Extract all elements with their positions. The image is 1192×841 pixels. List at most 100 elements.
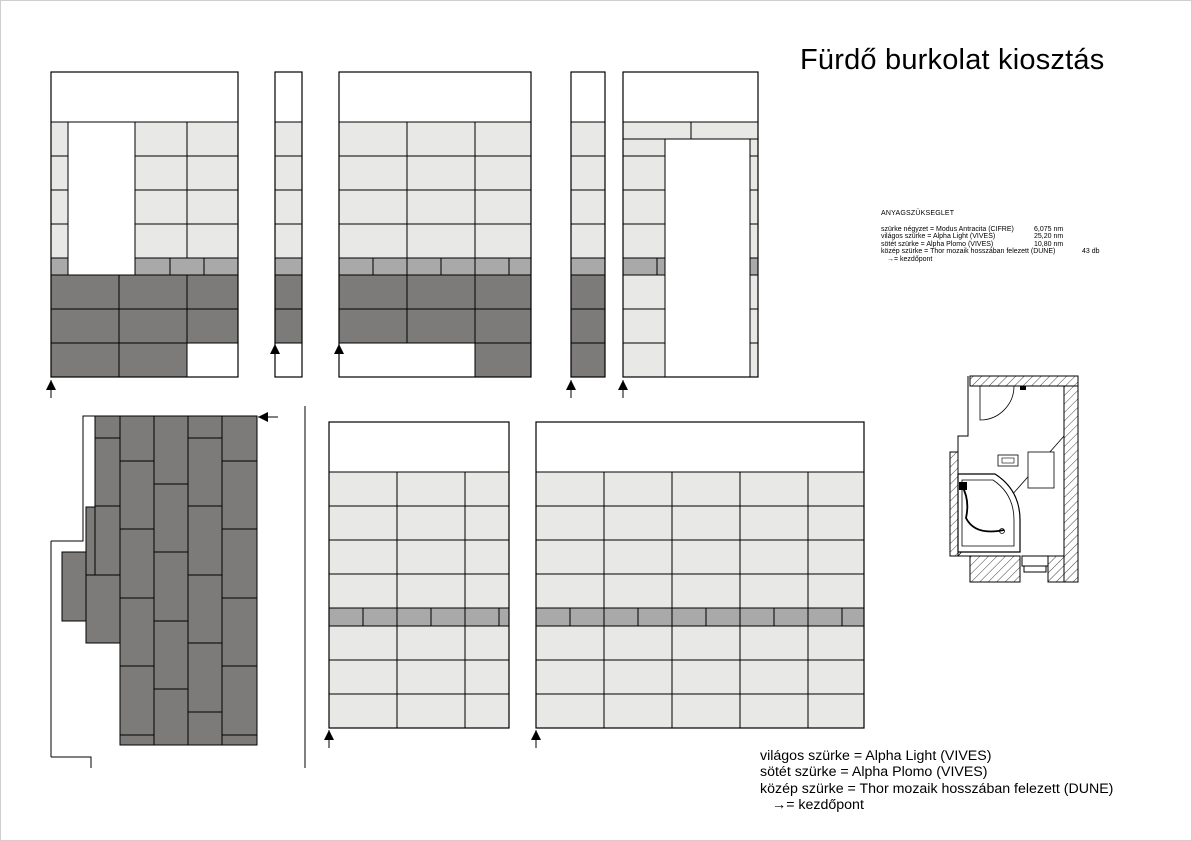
tile	[153, 415, 189, 485]
start-point-marker	[258, 412, 278, 422]
tile	[338, 274, 408, 310]
tile	[50, 155, 69, 191]
material-requirements: ANYAGSZÜKSEGLET szürke négyzet = Modus A…	[881, 210, 1100, 264]
tile	[50, 308, 120, 344]
tile	[671, 693, 741, 729]
tile	[622, 189, 666, 225]
tile	[187, 415, 223, 439]
wall-elevation-7	[535, 421, 865, 729]
tile	[187, 505, 223, 576]
tile	[338, 223, 408, 259]
tile	[186, 308, 239, 344]
tile	[807, 659, 865, 695]
floor-tile-layout	[50, 412, 278, 768]
tile	[749, 189, 759, 225]
tile	[328, 471, 398, 507]
tile	[119, 734, 155, 746]
tile	[119, 415, 155, 462]
tile	[406, 274, 476, 310]
page-title: Fürdő burkolat kiosztás	[800, 44, 1105, 76]
tile	[474, 342, 532, 378]
tile	[221, 734, 258, 746]
tile	[671, 573, 741, 609]
requirement-qty: 43 db	[1082, 248, 1100, 256]
tile	[739, 573, 809, 609]
tile	[153, 551, 189, 622]
tile	[119, 665, 155, 736]
tile	[474, 121, 532, 157]
plan-wall	[969, 555, 1021, 583]
tile	[372, 257, 408, 276]
niche-opening	[664, 138, 751, 378]
tile	[464, 693, 510, 729]
tile	[671, 625, 741, 661]
tile	[406, 223, 476, 259]
tile	[570, 189, 606, 225]
legend-mid: közép szürke = Thor mozaik hosszában fel…	[760, 780, 1114, 797]
wall-elevation-5	[622, 71, 759, 378]
legend-marker: →= kezdőpont	[772, 797, 864, 814]
tile	[362, 607, 398, 627]
tile	[508, 257, 532, 276]
start-point-marker	[324, 730, 334, 748]
tile	[807, 693, 865, 729]
tile	[474, 274, 532, 310]
tile	[464, 625, 510, 661]
tile	[622, 274, 666, 310]
requirement-label: sötét szürke = Alpha Plomo (VIVES)	[881, 240, 994, 248]
tile	[440, 257, 476, 276]
requirement-row: közép szürke = Thor mozaik hosszában fel…	[881, 248, 1100, 256]
tile	[85, 506, 96, 576]
requirement-qty: 6,075 nm	[1034, 225, 1064, 233]
tile	[739, 625, 809, 661]
tile	[274, 223, 303, 259]
tile	[603, 505, 673, 541]
tile	[622, 308, 666, 344]
tile	[603, 625, 673, 661]
tile	[807, 625, 865, 661]
tile	[570, 155, 606, 191]
tile	[186, 223, 239, 259]
tile	[749, 274, 759, 310]
start-point-marker	[618, 380, 628, 398]
tile	[739, 539, 809, 575]
tile	[406, 155, 476, 191]
tile	[221, 460, 258, 530]
tile	[671, 505, 741, 541]
tile	[622, 342, 666, 378]
tile	[134, 121, 188, 157]
corner-bathtub	[957, 473, 1021, 553]
tile	[153, 483, 189, 553]
legend-dark: sötét szürke = Alpha Plomo (VIVES)	[760, 764, 988, 781]
tile	[464, 573, 510, 609]
tile	[535, 573, 605, 609]
floor-outline	[51, 415, 95, 542]
tile	[187, 574, 223, 644]
wall-outline	[622, 71, 759, 378]
tile	[274, 155, 303, 191]
tile	[656, 257, 666, 276]
tile	[328, 505, 398, 541]
plan-wall	[969, 375, 1079, 387]
tile	[464, 505, 510, 541]
tile	[406, 189, 476, 225]
tile	[570, 121, 606, 157]
tile	[739, 607, 775, 627]
tile	[274, 257, 303, 276]
legend: világos szürke = Alpha Light (VIVES) söt…	[760, 748, 1113, 814]
tile	[474, 308, 532, 344]
tile	[570, 257, 606, 276]
tile	[570, 223, 606, 259]
tile	[807, 607, 843, 627]
tile	[338, 155, 408, 191]
tile	[603, 471, 673, 507]
tile	[274, 308, 303, 344]
tile	[603, 573, 673, 609]
tile	[94, 505, 121, 576]
tile	[221, 665, 258, 736]
start-point-marker	[531, 730, 541, 748]
tile	[328, 659, 398, 695]
tile	[118, 308, 188, 344]
tile	[841, 607, 865, 627]
